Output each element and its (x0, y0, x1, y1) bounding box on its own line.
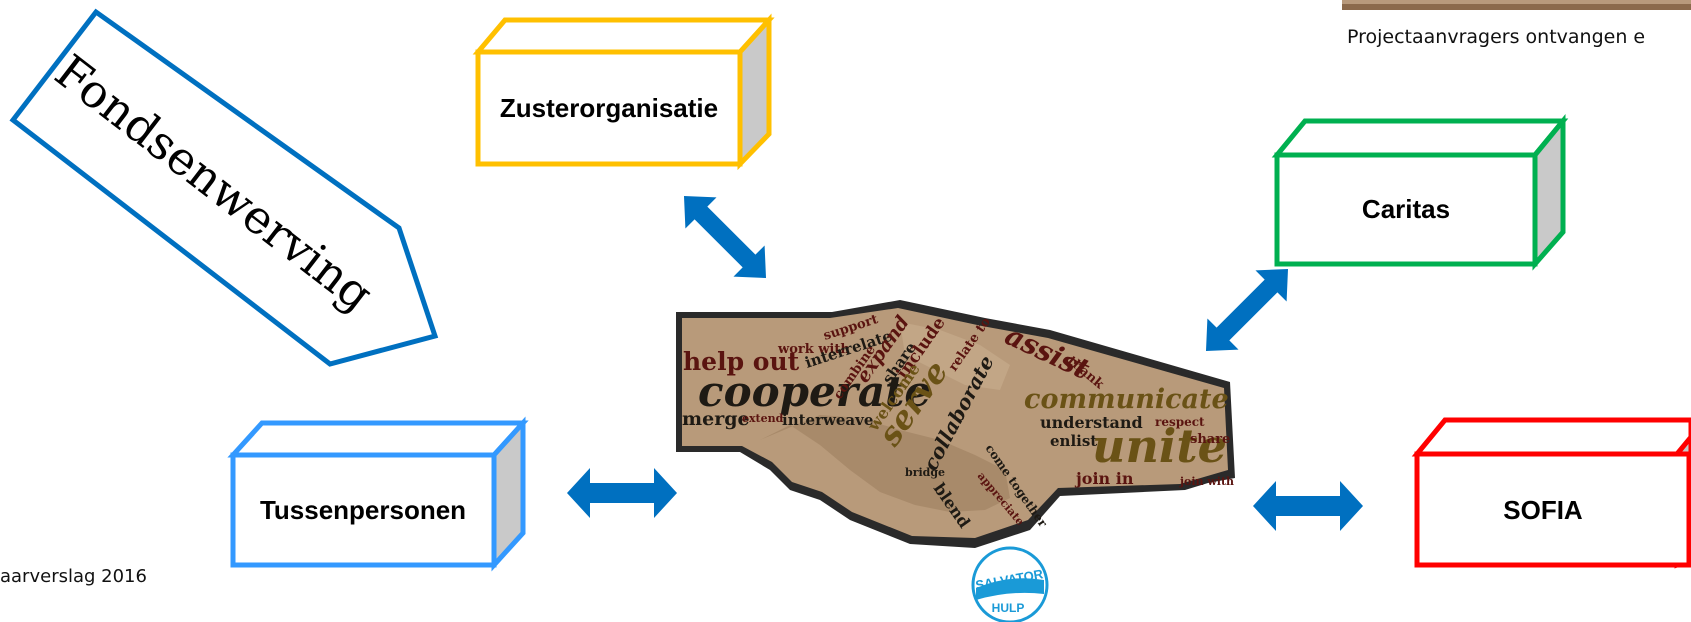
salvator-hulp-logo: SALVATOR HULP (971, 546, 1049, 622)
sister-organisation-box: Zusterorganisatie (472, 13, 775, 171)
handshake-word: bridge (905, 466, 945, 479)
caption-top-right: Projectaanvragers ontvangen e (1347, 26, 1646, 48)
sofia-label: SOFIA (1503, 495, 1583, 525)
arrow-sofia (1253, 481, 1363, 531)
photo-strip (1342, 0, 1691, 10)
handshake-word: work with (777, 342, 850, 357)
handshake-word: join with (1179, 475, 1234, 488)
arrow-intermediaries (567, 468, 677, 518)
handshake-word: help out (683, 347, 800, 376)
fundraising-arrow: Fondsenwerving (9, 8, 439, 367)
caritas-box: Caritas (1271, 114, 1569, 271)
handshake-word: interweave (782, 411, 873, 429)
handshake-word: share (1190, 432, 1230, 447)
sofia-box: SOFIA (1411, 417, 1691, 569)
handshake-word: communicate (1024, 384, 1229, 415)
intermediaries-box: Tussenpersonen (227, 416, 529, 572)
handshake-word: cooperate (698, 367, 931, 416)
arrow-sister-organisation (683, 195, 767, 279)
handshake-word: extend (742, 412, 784, 425)
handshake-word: understand (1040, 413, 1143, 432)
handshake-word-cloud: help out work with cooperate merge exten… (676, 300, 1235, 548)
logo-text-line2: HULP (992, 601, 1025, 615)
intermediaries-label: Tussenpersonen (260, 495, 466, 525)
handshake-word: join in (1074, 469, 1134, 488)
sister-organisation-label: Zusterorganisatie (500, 93, 718, 123)
caption-annual-report: aarverslag 2016 (0, 566, 147, 587)
arrow-caritas (1205, 268, 1289, 352)
handshake-word: merge (682, 408, 750, 430)
handshake-word: respect (1155, 415, 1205, 429)
handshake-word: unite (1092, 419, 1227, 473)
handshake-word: enlist (1050, 432, 1097, 450)
caritas-label: Caritas (1362, 194, 1450, 224)
